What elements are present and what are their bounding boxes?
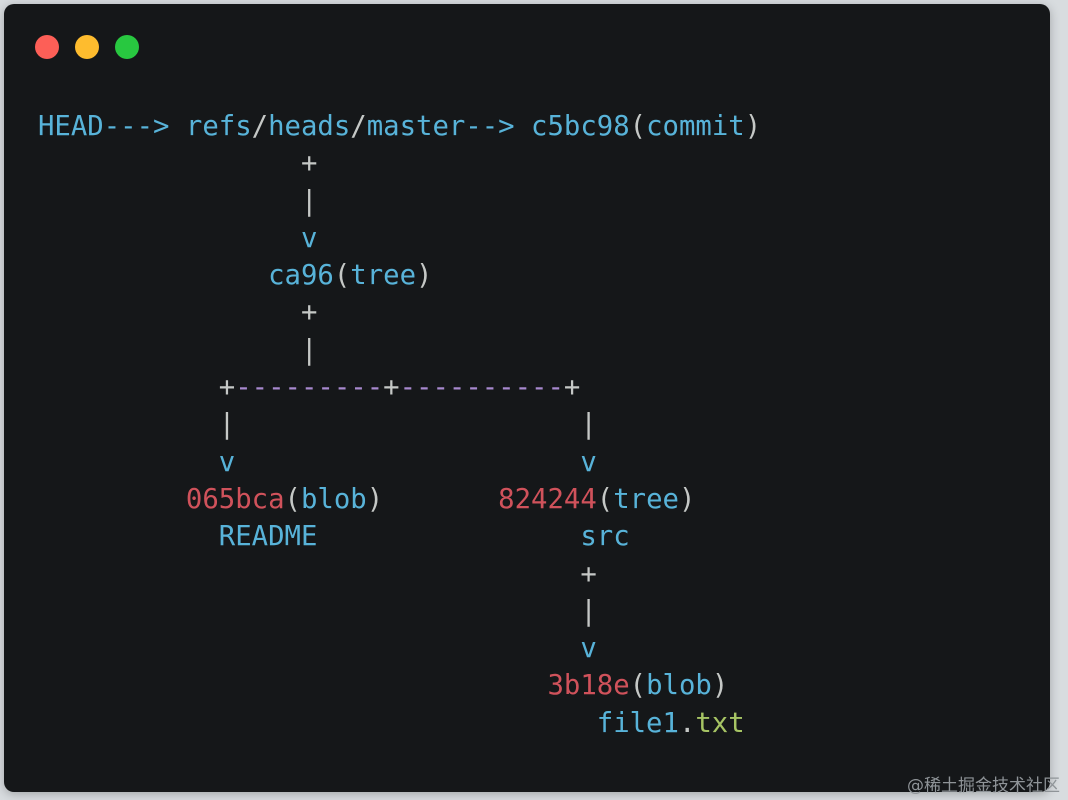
code-token: ( (629, 670, 647, 702)
close-window-button[interactable] (35, 35, 59, 59)
code-token: + (38, 372, 236, 404)
code-token: blob (646, 670, 712, 702)
code-token: ) (678, 483, 696, 515)
code-block: HEAD---> refs/heads/master--> c5bc98(com… (38, 108, 761, 742)
code-token: ( (284, 483, 301, 515)
code-token: heads (268, 111, 351, 142)
code-line: +---------+----------+ (38, 369, 761, 406)
code-token: tree (613, 483, 679, 515)
zoom-window-button[interactable] (115, 35, 139, 59)
code-line: | (38, 332, 761, 369)
code-line: + (38, 294, 761, 331)
code-token: | (38, 334, 318, 366)
code-line: | | (38, 406, 761, 443)
watermark: @稀土掘金技术社区 (907, 776, 1060, 796)
code-token: file1 (38, 707, 679, 739)
code-token: + (38, 558, 597, 590)
code-token: + (563, 372, 581, 404)
code-token: commit (646, 111, 745, 142)
code-line: file1.txt (38, 705, 761, 742)
code-token: ) (711, 670, 729, 702)
code-token: ) (416, 260, 433, 292)
code-token: | (38, 595, 597, 627)
code-token: v (38, 222, 318, 254)
code-token: master--> c5bc98 (366, 111, 630, 142)
code-token: . (678, 707, 696, 739)
code-token: ---------- (399, 372, 564, 404)
code-line: + (38, 145, 761, 182)
code-line: HEAD---> refs/heads/master--> c5bc98(com… (38, 108, 761, 145)
code-token: tree (350, 260, 417, 292)
code-line: 3b18e(blob) (38, 667, 761, 704)
code-token: / (251, 111, 269, 142)
code-token: + (38, 148, 318, 180)
code-token: ( (629, 111, 647, 142)
code-token: txt (695, 707, 745, 739)
code-token: ca96 (38, 260, 334, 292)
code-line: | (38, 593, 761, 630)
code-line: v (38, 220, 761, 257)
code-token: v v (38, 446, 597, 478)
code-token: --------- (235, 372, 384, 404)
code-token: + (383, 372, 400, 404)
code-token: blob (300, 483, 367, 515)
code-line: ca96(tree) (38, 257, 761, 294)
code-token: README src (38, 521, 630, 553)
code-token: | (38, 185, 318, 217)
code-token: ( (596, 483, 614, 515)
code-token: ) (744, 111, 762, 142)
code-token: HEAD---> refs (38, 111, 252, 142)
code-token: ( (333, 260, 351, 292)
code-token: / (350, 111, 367, 142)
code-token: + (38, 297, 318, 329)
code-line: v (38, 630, 761, 667)
minimize-window-button[interactable] (75, 35, 99, 59)
code-token: 824244 (383, 483, 597, 515)
code-line: | (38, 183, 761, 220)
code-line: v v (38, 444, 761, 481)
code-token: v (38, 633, 597, 665)
code-token: 3b18e (38, 670, 630, 702)
code-line: + (38, 556, 761, 593)
code-window: HEAD---> refs/heads/master--> c5bc98(com… (4, 4, 1050, 792)
code-line: 065bca(blob) 824244(tree) (38, 481, 761, 518)
code-line: README src (38, 518, 761, 555)
code-token: 065bca (38, 483, 285, 515)
code-token: | | (38, 409, 597, 441)
code-token: ) (366, 483, 384, 515)
